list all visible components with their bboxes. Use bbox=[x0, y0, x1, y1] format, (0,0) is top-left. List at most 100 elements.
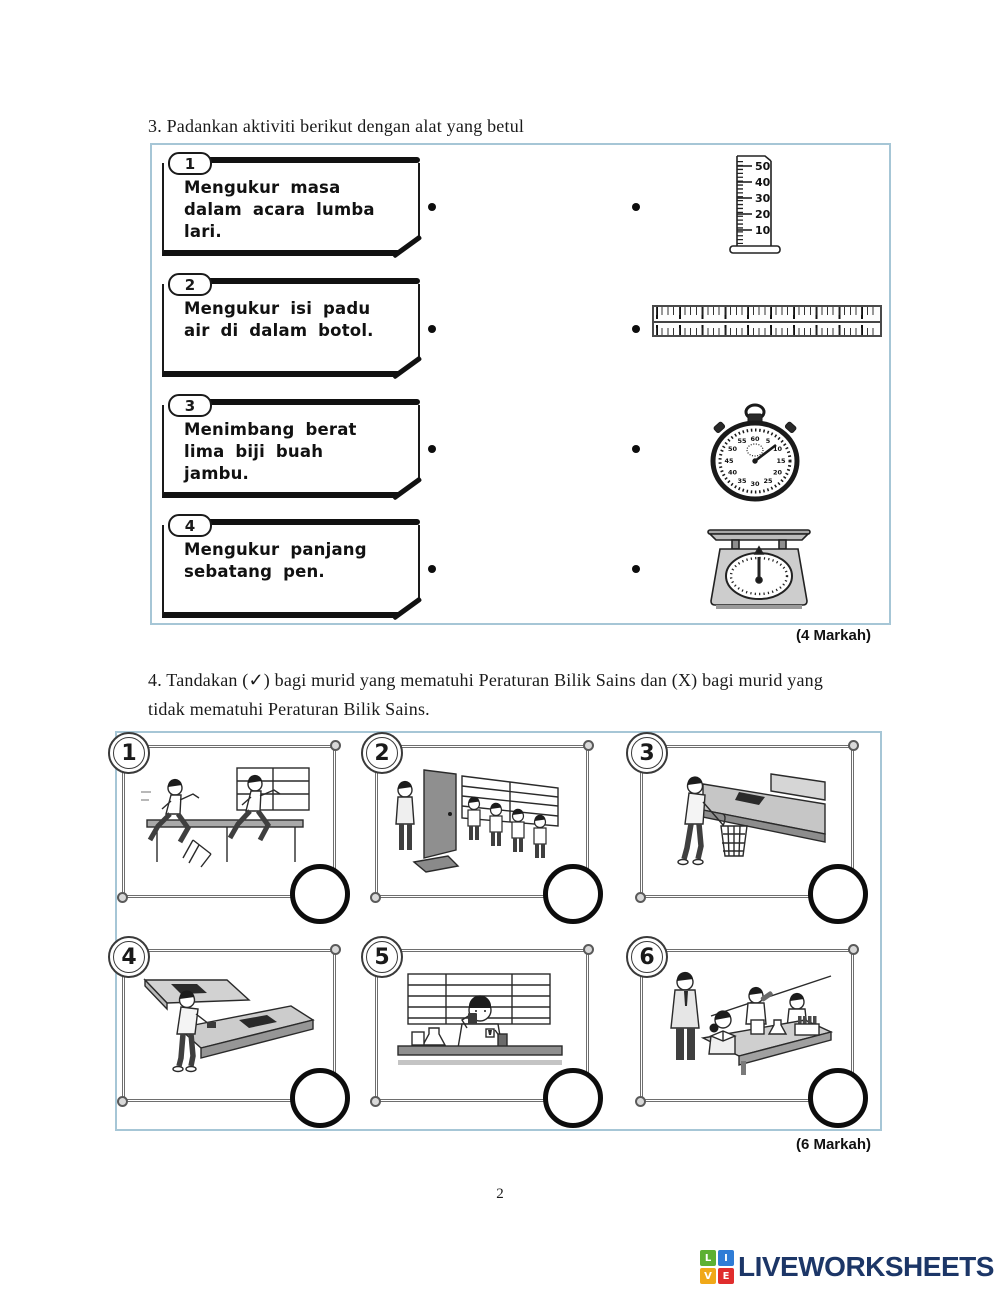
ruler-image bbox=[652, 305, 882, 337]
answer-circle-4[interactable] bbox=[290, 1068, 350, 1128]
answer-circle-6[interactable] bbox=[808, 1068, 868, 1128]
stopwatch-dial-label: 25 bbox=[763, 477, 773, 485]
stopwatch-dial-label: 40 bbox=[728, 469, 738, 477]
match-dot-right-1[interactable] bbox=[632, 203, 640, 211]
answer-circle-1[interactable] bbox=[290, 864, 350, 924]
card-top-bar bbox=[196, 157, 420, 163]
frame-pin bbox=[117, 892, 128, 903]
frame-pin bbox=[370, 892, 381, 903]
activity-text: Mengukur isi padu air di dalam botol. bbox=[162, 284, 420, 377]
scene-pupil-drinking-in-lab bbox=[397, 973, 563, 1065]
stopwatch-image: 60 5 10 15 20 25 30 35 40 45 50 55 bbox=[710, 403, 800, 502]
ruler-minor-ticks bbox=[656, 328, 878, 335]
panel-5: 5 bbox=[361, 936, 603, 1128]
q4-title: 4. Tandakan (✓) bagi murid yang mematuhi… bbox=[148, 670, 824, 720]
panel-3: 3 bbox=[626, 732, 868, 924]
q3-matching-box: 1 Mengukur masa dalam acara lumba lari. … bbox=[150, 143, 891, 625]
liveworksheets-logo[interactable]: L I V E LIVEWORKSHEETS bbox=[700, 1250, 994, 1284]
frame-pin bbox=[583, 944, 594, 955]
answer-circle-3[interactable] bbox=[808, 864, 868, 924]
stopwatch-dial-label: 50 bbox=[728, 445, 738, 453]
card-top-bar bbox=[196, 278, 420, 284]
stopwatch-dial-label: 35 bbox=[737, 477, 747, 485]
stopwatch-dial-label: 20 bbox=[773, 469, 783, 477]
cylinder-scale-label: 20 bbox=[755, 208, 771, 221]
match-dot-right-4[interactable] bbox=[632, 565, 640, 573]
answer-circle-2[interactable] bbox=[543, 864, 603, 924]
panel-number-badge: 5 bbox=[361, 936, 403, 978]
panel-4: 4 bbox=[108, 936, 350, 1128]
q3-title: 3. Padankan aktiviti berikut dengan alat… bbox=[148, 116, 525, 136]
answer-circle-5[interactable] bbox=[543, 1068, 603, 1128]
panel-number-badge: 4 bbox=[108, 936, 150, 978]
panel-6: 6 bbox=[626, 936, 868, 1128]
cylinder-scale-label: 50 bbox=[755, 160, 771, 173]
match-dot-left-3[interactable] bbox=[428, 445, 436, 453]
activity-card-2: 2 Mengukur isi padu air di dalam botol. bbox=[162, 273, 423, 380]
panel-number-badge: 1 bbox=[108, 732, 150, 774]
panel-number-badge: 2 bbox=[361, 732, 403, 774]
logo-tile-l: L bbox=[700, 1250, 716, 1266]
frame-pin bbox=[583, 740, 594, 751]
cylinder-scale-label: 40 bbox=[755, 176, 771, 189]
measuring-cylinder-image: 50 40 30 20 10 bbox=[729, 155, 781, 254]
frame-pin bbox=[117, 1096, 128, 1107]
activity-card-1: 1 Mengukur masa dalam acara lumba lari. bbox=[162, 152, 423, 259]
stopwatch-dial-label: 5 bbox=[766, 437, 771, 445]
panel-frame bbox=[640, 745, 854, 898]
stopwatch-dial-label: 30 bbox=[750, 480, 760, 488]
match-dot-left-4[interactable] bbox=[428, 565, 436, 573]
stopwatch-dial-label: 55 bbox=[737, 437, 747, 445]
panel-frame bbox=[122, 745, 336, 898]
activity-text: Mengukur panjang sebatang pen. bbox=[162, 525, 420, 618]
brand-wordmark: LIVEWORKSHEETS bbox=[738, 1251, 994, 1282]
scene-pupils-queuing-at-door bbox=[395, 769, 559, 873]
activity-number: 2 bbox=[184, 275, 196, 294]
activity-card-4: 4 Mengukur panjang sebatang pen. bbox=[162, 514, 423, 621]
frame-pin bbox=[635, 1096, 646, 1107]
q3-marks: (4 Markah) bbox=[795, 627, 871, 644]
stopwatch-dial-label: 45 bbox=[724, 457, 734, 465]
q4-panels-box: 1 bbox=[108, 731, 882, 1131]
scene-teacher-guiding-pupils-experiment bbox=[670, 971, 834, 1075]
frame-pin bbox=[330, 944, 341, 955]
stopwatch-dial-label: 15 bbox=[776, 457, 786, 465]
ruler-midline bbox=[654, 321, 880, 323]
activity-number: 4 bbox=[184, 516, 196, 535]
match-dot-left-2[interactable] bbox=[428, 325, 436, 333]
panel-number-badge: 3 bbox=[626, 732, 668, 774]
match-dot-left-1[interactable] bbox=[428, 203, 436, 211]
logo-tile-i: I bbox=[718, 1250, 734, 1266]
activity-number-tab: 1 bbox=[168, 152, 212, 175]
frame-pin bbox=[330, 740, 341, 751]
frame-pin bbox=[370, 1096, 381, 1107]
panel-frame bbox=[122, 949, 336, 1102]
panel-2: 2 bbox=[361, 732, 603, 924]
activity-number-tab: 4 bbox=[168, 514, 212, 537]
stopwatch-dial-label: 60 bbox=[750, 435, 760, 443]
panel-number-badge: 6 bbox=[626, 936, 668, 978]
cylinder-scale-label: 30 bbox=[755, 192, 771, 205]
frame-pin bbox=[635, 892, 646, 903]
match-dot-right-2[interactable] bbox=[632, 325, 640, 333]
logo-tile-e: E bbox=[718, 1268, 734, 1284]
panel-frame bbox=[375, 745, 589, 898]
page-number: 2 bbox=[496, 1186, 504, 1202]
card-top-bar bbox=[196, 519, 420, 525]
activity-number: 1 bbox=[184, 154, 196, 173]
activity-card-3: 3 Menimbang berat lima biji buah jambu. bbox=[162, 394, 423, 501]
activity-text: Mengukur masa dalam acara lumba lari. bbox=[162, 163, 420, 256]
stopwatch-dial-label: 10 bbox=[773, 445, 783, 453]
weighing-scale-image bbox=[707, 529, 811, 609]
cylinder-scale-label: 10 bbox=[755, 224, 771, 237]
ruler-minor-ticks bbox=[656, 307, 878, 315]
scene-pupils-running-in-lab bbox=[141, 767, 310, 868]
activity-number: 3 bbox=[184, 396, 196, 415]
activity-text: Menimbang berat lima biji buah jambu. bbox=[162, 405, 420, 498]
scene-pupil-cleaning-bench bbox=[143, 978, 315, 1073]
panel-1: 1 bbox=[108, 732, 350, 924]
panel-frame bbox=[640, 949, 854, 1102]
logo-tile-grid: L I V E bbox=[700, 1250, 734, 1284]
match-dot-right-3[interactable] bbox=[632, 445, 640, 453]
